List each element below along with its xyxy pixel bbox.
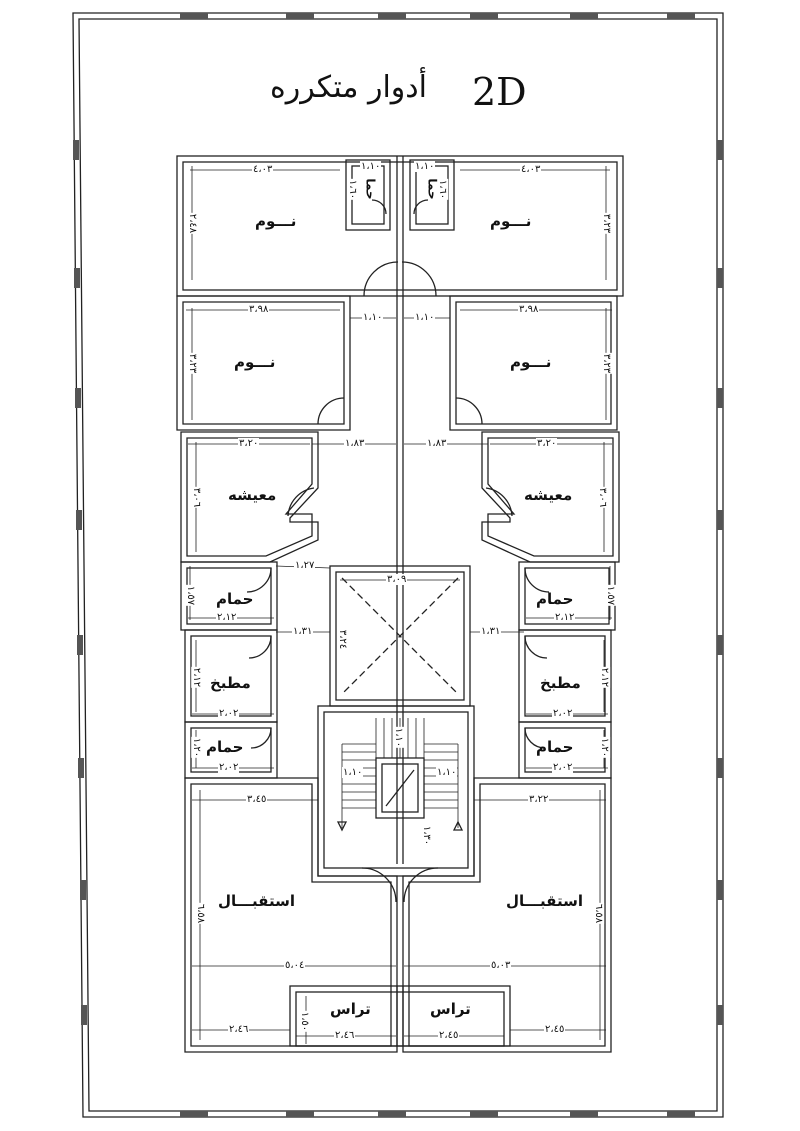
room-label: نـــوم [255, 212, 297, 230]
plan-title: أدوار متكرره [270, 70, 427, 105]
room-label: حمام [216, 590, 254, 608]
terraces [289, 985, 511, 1047]
dimension-label: ٣،٠٩ [386, 574, 408, 585]
dimension-label: ١،٥٠ [299, 1010, 311, 1033]
dimension-label: ٣،٢٤ [337, 628, 349, 651]
dimension-label: ٢،٤٥ [438, 1030, 460, 1041]
dimension-label: ١،١٠ [436, 767, 458, 778]
dimension-label: ٤،٠٣ [252, 164, 274, 175]
room-label: استقبـــال [506, 892, 583, 910]
dimension-label: ٢،٠٢ [218, 762, 240, 773]
room-label: تراس [430, 1000, 471, 1018]
room-label: نـــوم [510, 353, 552, 371]
room-label: معيشه [228, 486, 277, 504]
dimension-label: ١،٦٠ [437, 178, 449, 201]
dimension-label: ٣،٢٣ [601, 212, 613, 235]
reception-halls [184, 777, 612, 1053]
dimension-label: ٣،٩٨ [248, 304, 270, 315]
dimension-label: ٢،٤٦ [334, 1030, 356, 1041]
room-label: حمام [206, 738, 244, 756]
dimension-label: ٣،٤٥ [246, 794, 268, 805]
room-label: حمام [536, 738, 574, 756]
light-well [329, 565, 471, 707]
corridor-arches [363, 261, 437, 297]
dimension-label: ٢،١٢ [599, 666, 611, 689]
dimension-label: ٣،٢٢ [528, 794, 550, 805]
frame-ticks [73, 13, 723, 1117]
dimension-label: ١،٢٠ [599, 736, 611, 759]
dimension-label: ٣،٩٨ [518, 304, 540, 315]
dimension-label: ٢،٤٨ [187, 212, 199, 235]
dimension-label: ١،١٠ [342, 767, 364, 778]
dimension-label: ٢،٤٥ [544, 1024, 566, 1035]
dimension-label: ١،١٠ [414, 161, 436, 172]
dimension-label: ١،٢٧ [294, 560, 316, 571]
view-badge: 2D [472, 70, 527, 114]
dimension-label: ١،٦٠ [347, 178, 359, 201]
dimension-label: ٢،١٢ [216, 612, 238, 623]
dimension-label: ٢،٠٢ [552, 708, 574, 719]
dimension-label: ١،٨٣ [344, 438, 366, 449]
dimension-label: ١،٣١ [480, 626, 502, 637]
dimension-label: ١،١٠ [360, 161, 382, 172]
dimension-label: ٣،٢٠ [536, 438, 558, 449]
dimension-label: ١،١٠ [393, 726, 405, 749]
dimension-label: ٥،٠٣ [490, 960, 512, 971]
dimension-label: ٤،٠٣ [520, 164, 542, 175]
dimension-label: ٣،٢٠ [238, 438, 260, 449]
dimension-label: ١،٢٠ [191, 736, 203, 759]
dimension-label: ٢،١٢ [191, 666, 203, 689]
room-label: معيشه [524, 486, 573, 504]
dimension-label: ١،١٠ [414, 312, 436, 323]
dimension-label: ٣،٢٣ [187, 352, 199, 375]
dimension-label: ١،١٠ [362, 312, 384, 323]
dimension-label: ٦،٥٨ [593, 902, 605, 925]
dimension-label: ٣،٢٣ [601, 352, 613, 375]
room-label: مطبخ [540, 674, 581, 692]
room-label: نـــوم [234, 353, 276, 371]
dimension-label: ٣،٠٦ [597, 486, 609, 509]
room-label: تراس [330, 1000, 371, 1018]
room-label: مطبخ [210, 674, 251, 692]
dimension-label: ٢،٠٢ [552, 762, 574, 773]
baths-1 [180, 561, 616, 631]
dimension-label: ٣،٠٦ [191, 486, 203, 509]
room-label: حما [363, 178, 378, 200]
dimension-label: ١،٨٣ [426, 438, 448, 449]
dimension-label: ١،٣٠ [421, 824, 433, 847]
dimension-label: ١،٥٧ [605, 584, 617, 607]
room-label: حمام [536, 590, 574, 608]
bedroom-row-2 [176, 295, 618, 431]
dimension-label: ١،٣١ [292, 626, 314, 637]
room-label: نـــوم [490, 212, 532, 230]
dimension-label: ٦،٥٨ [195, 902, 207, 925]
dimension-label: ١،٥٧ [185, 584, 197, 607]
room-label: استقبـــال [218, 892, 295, 910]
dimension-label: ٥،٠٤ [284, 960, 306, 971]
dimension-label: ٢،٤٦ [228, 1024, 250, 1035]
dimension-label: ٢،١٢ [554, 612, 576, 623]
page-frame [72, 12, 724, 1118]
dimension-label: ٢،٠٢ [218, 708, 240, 719]
